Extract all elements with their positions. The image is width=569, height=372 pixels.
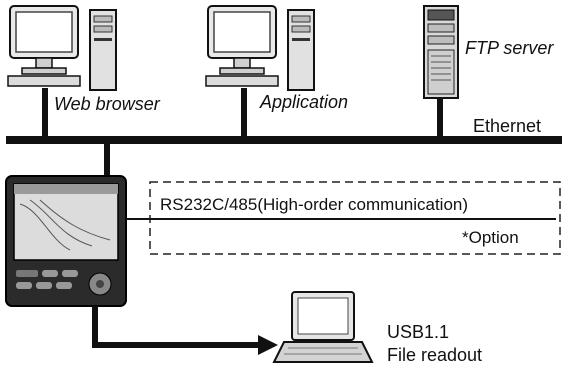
rs232-label: RS232C/485(High-order communication) (160, 195, 468, 214)
web-browser-label: Web browser (54, 94, 161, 114)
ethernet-label: Ethernet (473, 116, 541, 136)
desktop-computer-icon (7, 5, 117, 91)
file-readout-label: File readout (387, 345, 482, 365)
ftp-server-label: FTP server (465, 38, 554, 58)
usb-label: USB1.1 (387, 322, 449, 342)
option-label: *Option (462, 228, 519, 247)
server-tower-icon (423, 5, 459, 99)
usb-arrow (92, 306, 262, 348)
laptop-icon (272, 291, 374, 363)
usb-arrow-head (258, 335, 278, 355)
application-label: Application (259, 92, 348, 112)
desktop-computer-icon (205, 5, 315, 91)
recorder-device-icon (5, 175, 127, 307)
